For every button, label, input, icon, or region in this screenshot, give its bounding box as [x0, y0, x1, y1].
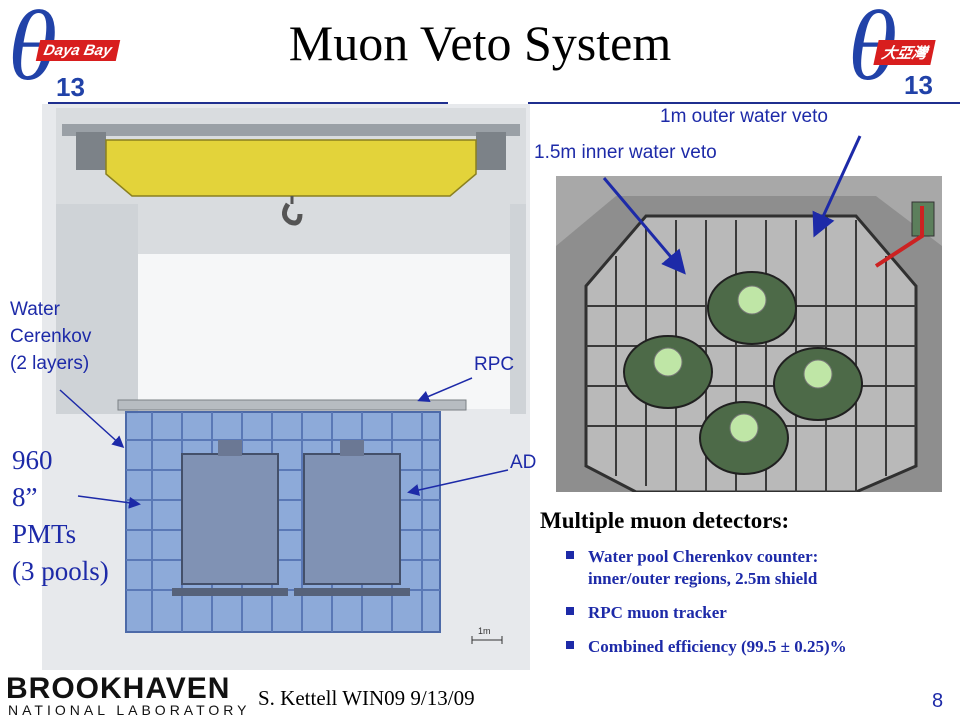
page-number: 8	[932, 690, 944, 712]
logo-subscript-left: 13	[56, 72, 85, 102]
inner-veto-label: 1.5m inner water veto	[534, 142, 717, 163]
water-cerenkov-line-1: Water	[10, 299, 60, 320]
bullet-2-text: RPC muon tracker	[588, 603, 727, 622]
pmt-count-line-1: 960	[12, 445, 53, 475]
detectors-bullet-1: Water pool Cherenkov counter: inner/oute…	[566, 546, 954, 590]
bullet-3-text: Combined efficiency (99.5 ± 0.25)%	[588, 637, 847, 656]
bullet-marker	[566, 607, 574, 615]
pmt-count-line-2: 8”	[12, 482, 38, 512]
brookhaven-logo: BROOKHAVEN NATIONAL LABORATORY	[6, 672, 256, 718]
header-rule-left	[48, 102, 448, 104]
bullet-1-line-1: Water pool Cherenkov counter:	[588, 547, 819, 566]
scale-label: 1m	[478, 626, 491, 636]
bullet-marker	[566, 551, 574, 559]
slide-title: Muon Veto System	[288, 15, 672, 71]
bullet-1-line-2: inner/outer regions, 2.5m shield	[588, 569, 818, 588]
water-pool-3d-render	[556, 176, 942, 492]
pmt-count-line-4: (3 pools)	[12, 556, 109, 586]
institution-subtitle: NATIONAL LABORATORY	[8, 702, 251, 718]
water-cerenkov-line-2: Cerenkov	[10, 326, 92, 347]
water-cerenkov-label: Water Cerenkov (2 layers)	[10, 296, 91, 377]
header-rule-right	[528, 102, 960, 104]
detectors-bullet-list: Water pool Cherenkov counter: inner/oute…	[566, 546, 954, 658]
daya-bay-logo-right: θ 大亞灣 13	[846, 0, 958, 102]
rpc-label: RPC	[474, 354, 515, 375]
water-cerenkov-line-3: (2 layers)	[10, 353, 90, 374]
hall-cross-section-figure: 1m	[42, 104, 530, 670]
footer-credit: S. Kettell WIN09 9/13/09	[258, 686, 475, 710]
ad-label: AD	[510, 452, 537, 473]
daya-bay-logo-left: θ Daya Bay 13	[6, 0, 126, 102]
detectors-bullet-2: RPC muon tracker	[566, 602, 954, 624]
logo-subscript-right: 13	[904, 70, 933, 100]
antineutrino-detector-2	[303, 453, 401, 585]
antineutrino-detector-1	[181, 453, 279, 585]
detectors-bullet-3: Combined efficiency (99.5 ± 0.25)%	[566, 636, 954, 658]
detector-tanks	[623, 271, 863, 475]
detectors-heading: Multiple muon detectors:	[540, 508, 790, 533]
pmt-count-label: 960 8” PMTs (3 pools)	[12, 442, 109, 590]
institution-name: BROOKHAVEN	[6, 672, 231, 705]
outer-veto-label: 1m outer water veto	[660, 106, 828, 127]
bullet-marker	[566, 641, 574, 649]
crane-beam	[105, 139, 477, 197]
pmt-count-line-3: PMTs	[12, 519, 77, 549]
